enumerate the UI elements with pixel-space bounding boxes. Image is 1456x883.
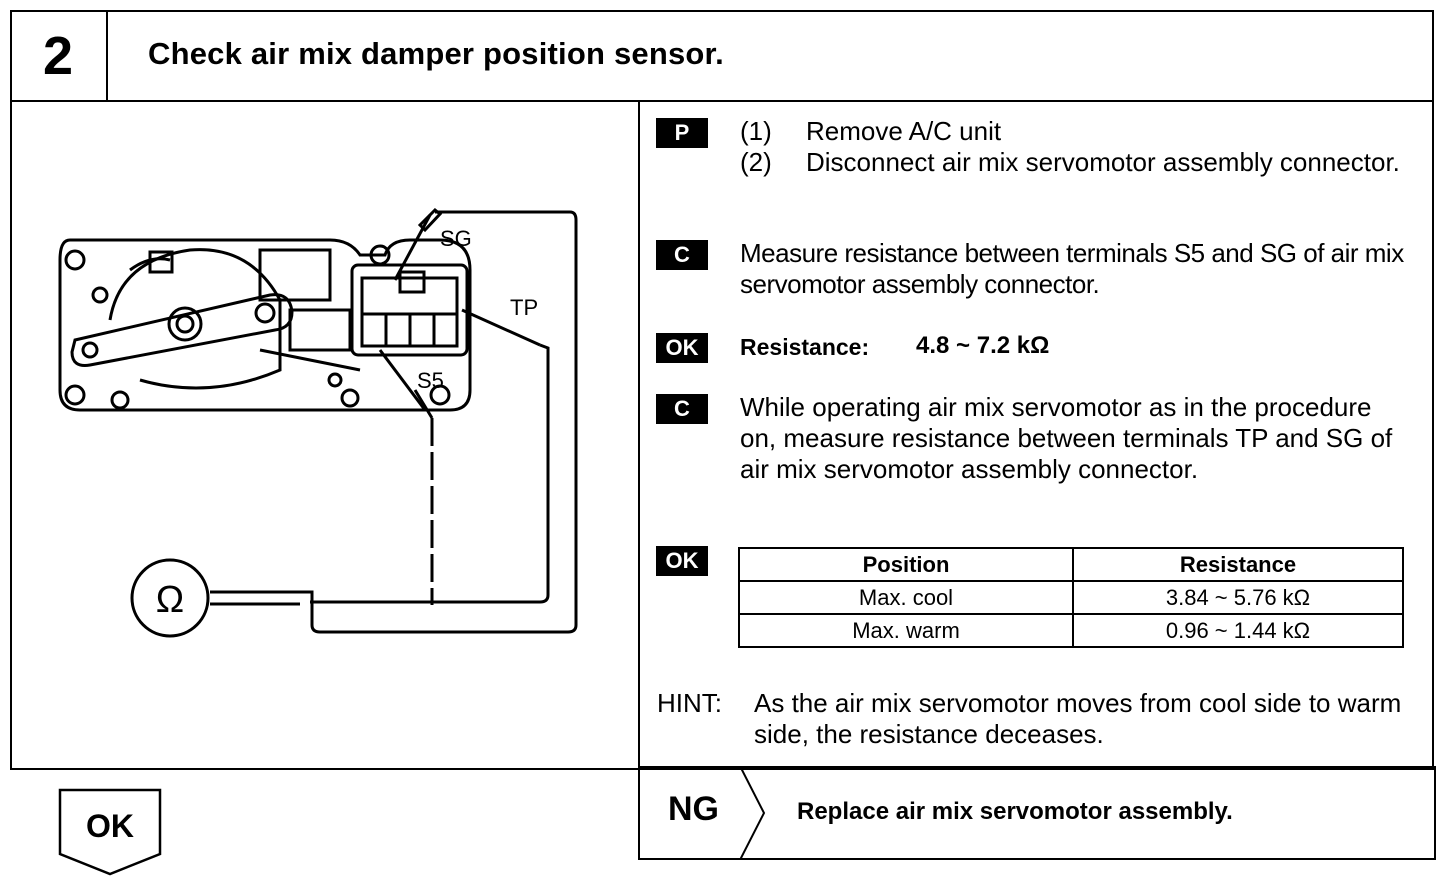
tag-check-1: C: [656, 240, 708, 270]
damper-arm: [70, 293, 294, 367]
table-row: Max. warm 0.96 ~ 1.44 kΩ: [738, 613, 1404, 648]
ng-chevron-icon: [739, 766, 766, 860]
probe-sg: [393, 214, 432, 281]
table-header-row: Position Resistance: [738, 547, 1404, 582]
tag-check-2: C: [656, 394, 708, 424]
check-1-text: Measure resistance between terminals S5 …: [740, 238, 1404, 299]
ng-box: [638, 766, 1436, 860]
label-tp: TP: [510, 295, 538, 320]
table-header-resistance: Resistance: [1072, 547, 1404, 582]
ohm-symbol: Ω: [156, 579, 184, 621]
table-cell: 3.84 ~ 5.76 kΩ: [1072, 580, 1404, 615]
main-frame: [10, 100, 1434, 770]
connector-housing: [350, 263, 469, 357]
ohmmeter: [130, 558, 210, 638]
table-cell: Max. warm: [738, 613, 1074, 648]
label-s5: S5: [417, 368, 444, 393]
tag-ok-2: OK: [656, 546, 708, 576]
prep-text-1: Remove A/C unit: [806, 116, 1002, 146]
servomotor-body: [58, 238, 472, 412]
table-cell: 0.96 ~ 1.44 kΩ: [1072, 613, 1404, 648]
prep-num-1: (1): [740, 116, 772, 146]
servomotor-diagram: Ω SG TP S5: [58, 207, 578, 638]
tag-ok-1: OK: [656, 333, 708, 363]
probe-s5: [378, 349, 427, 411]
resistance-table: Position Resistance Max. cool 3.84 ~ 5.7…: [738, 547, 1404, 648]
step-header: [10, 10, 1434, 102]
prep-num-2: (2): [740, 147, 772, 177]
hint-label: HINT:: [657, 688, 722, 718]
ng-label: NG: [668, 790, 719, 828]
label-sg: SG: [440, 226, 472, 251]
resistance-label: Resistance:: [740, 334, 870, 360]
prep-text-2: Disconnect air mix servomotor assembly c…: [806, 147, 1400, 177]
table-row: Max. cool 3.84 ~ 5.76 kΩ: [738, 580, 1404, 615]
check-2-text: While operating air mix servomotor as in…: [740, 392, 1393, 484]
ok-arrow-icon: [58, 788, 162, 876]
step-number: 2: [10, 10, 108, 102]
lead-sg: [310, 210, 578, 634]
table-header-position: Position: [738, 547, 1074, 582]
ok-button[interactable]: OK: [58, 788, 162, 878]
tag-prep: P: [656, 118, 708, 148]
ok-button-label: OK: [86, 808, 134, 844]
lead-tp: [310, 343, 550, 604]
column-divider: [638, 100, 640, 860]
table-cell: Max. cool: [738, 580, 1074, 615]
resistance-value: 4.8 ~ 7.2 kΩ: [916, 332, 1050, 359]
step-title: Check air mix damper position sensor.: [148, 36, 724, 71]
hint-text: As the air mix servomotor moves from coo…: [754, 688, 1402, 749]
probe-tp: [461, 308, 541, 347]
ng-action-text: Replace air mix servomotor assembly.: [797, 798, 1233, 825]
